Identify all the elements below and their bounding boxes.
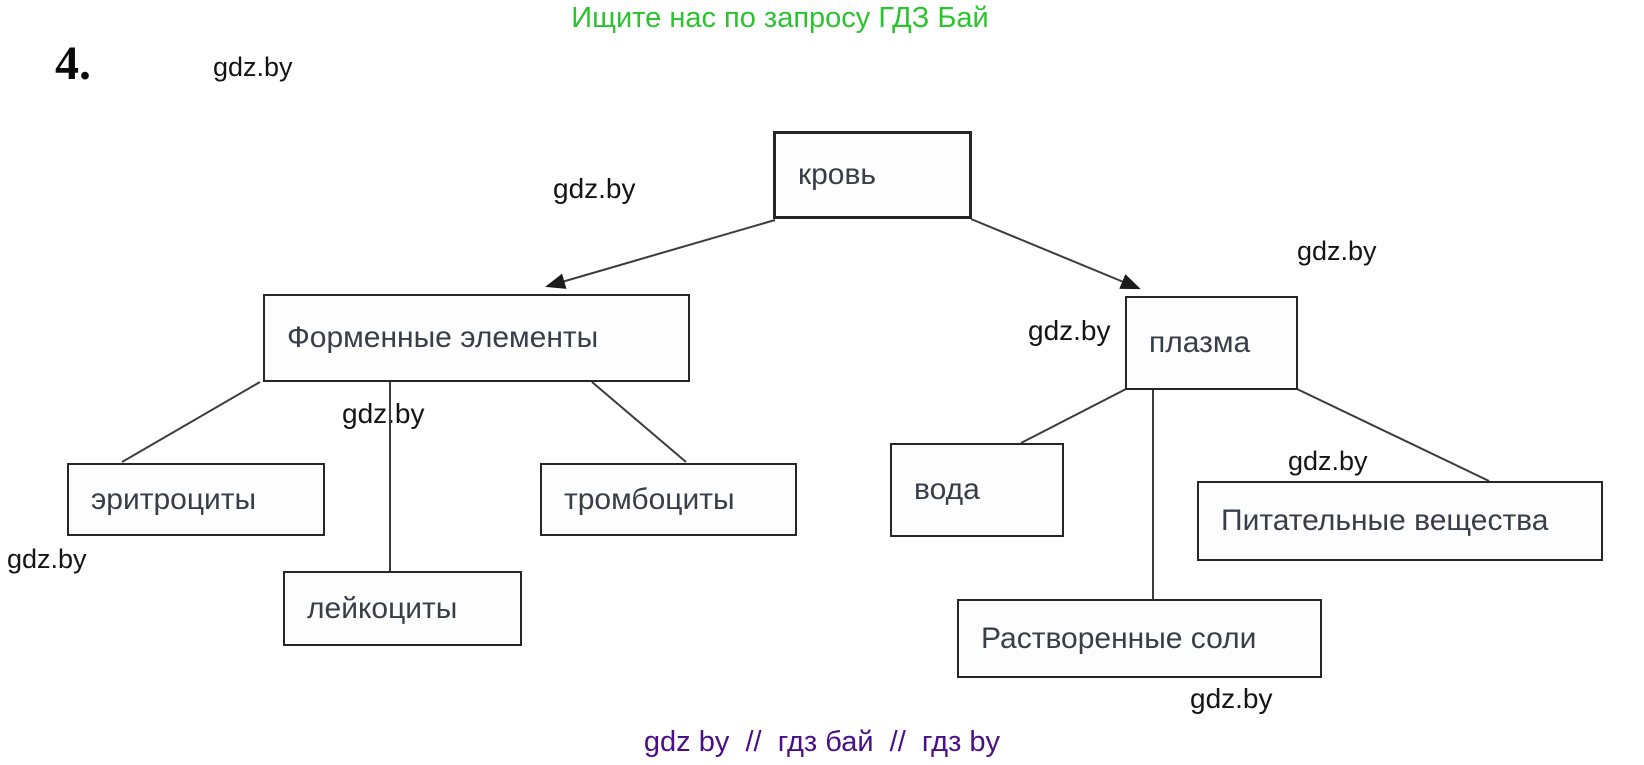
edge-formennye-trombocity [591, 381, 687, 463]
watermark-text: gdz.by [1190, 683, 1273, 714]
watermark-text: gdz.by [1028, 315, 1111, 346]
watermark-text: gdz.by [1288, 446, 1368, 476]
node-label: Питательные вещества [1221, 504, 1549, 537]
node-label: тромбоциты [564, 482, 735, 516]
watermark-text: gdz.by [1297, 236, 1377, 266]
edge-plazma-voda [1020, 388, 1127, 444]
watermark-text: gdz.by [7, 544, 87, 574]
node-formed-elements: Форменные элементы [263, 294, 690, 382]
footer-watermark-text: gdz by // гдз бай // гдз by [643, 726, 1001, 758]
watermark-text: gdz.by [553, 173, 636, 204]
node-dissolved-salts: Растворенные соли [957, 599, 1322, 678]
edge-krov-formennye [545, 219, 776, 289]
node-plasma: плазма [1125, 296, 1298, 390]
node-leukocytes: лейкоциты [283, 571, 522, 646]
node-blood: кровь [773, 131, 972, 219]
promo-header-text: Ищите нас по запросу ГДЗ Бай [571, 2, 989, 34]
node-label: плазма [1149, 326, 1251, 359]
edge-krov-plazma [970, 218, 1141, 290]
node-platelets: тромбоциты [540, 463, 797, 536]
node-label: кровь [798, 158, 877, 191]
node-erythrocytes: эритроциты [67, 463, 325, 536]
node-label: Форменные элементы [287, 321, 599, 354]
node-water: вода [890, 443, 1064, 537]
node-label: вода [914, 473, 980, 506]
edge-formennye-eritrocity [121, 381, 261, 463]
node-label: Растворенные соли [981, 621, 1257, 655]
node-nutrients: Питательные вещества [1197, 481, 1603, 561]
watermark-text: gdz.by [342, 398, 425, 429]
node-label: эритроциты [91, 482, 257, 516]
node-label: лейкоциты [307, 591, 458, 625]
exercise-number: 4. [55, 37, 91, 90]
watermark-text: gdz.by [213, 52, 293, 82]
